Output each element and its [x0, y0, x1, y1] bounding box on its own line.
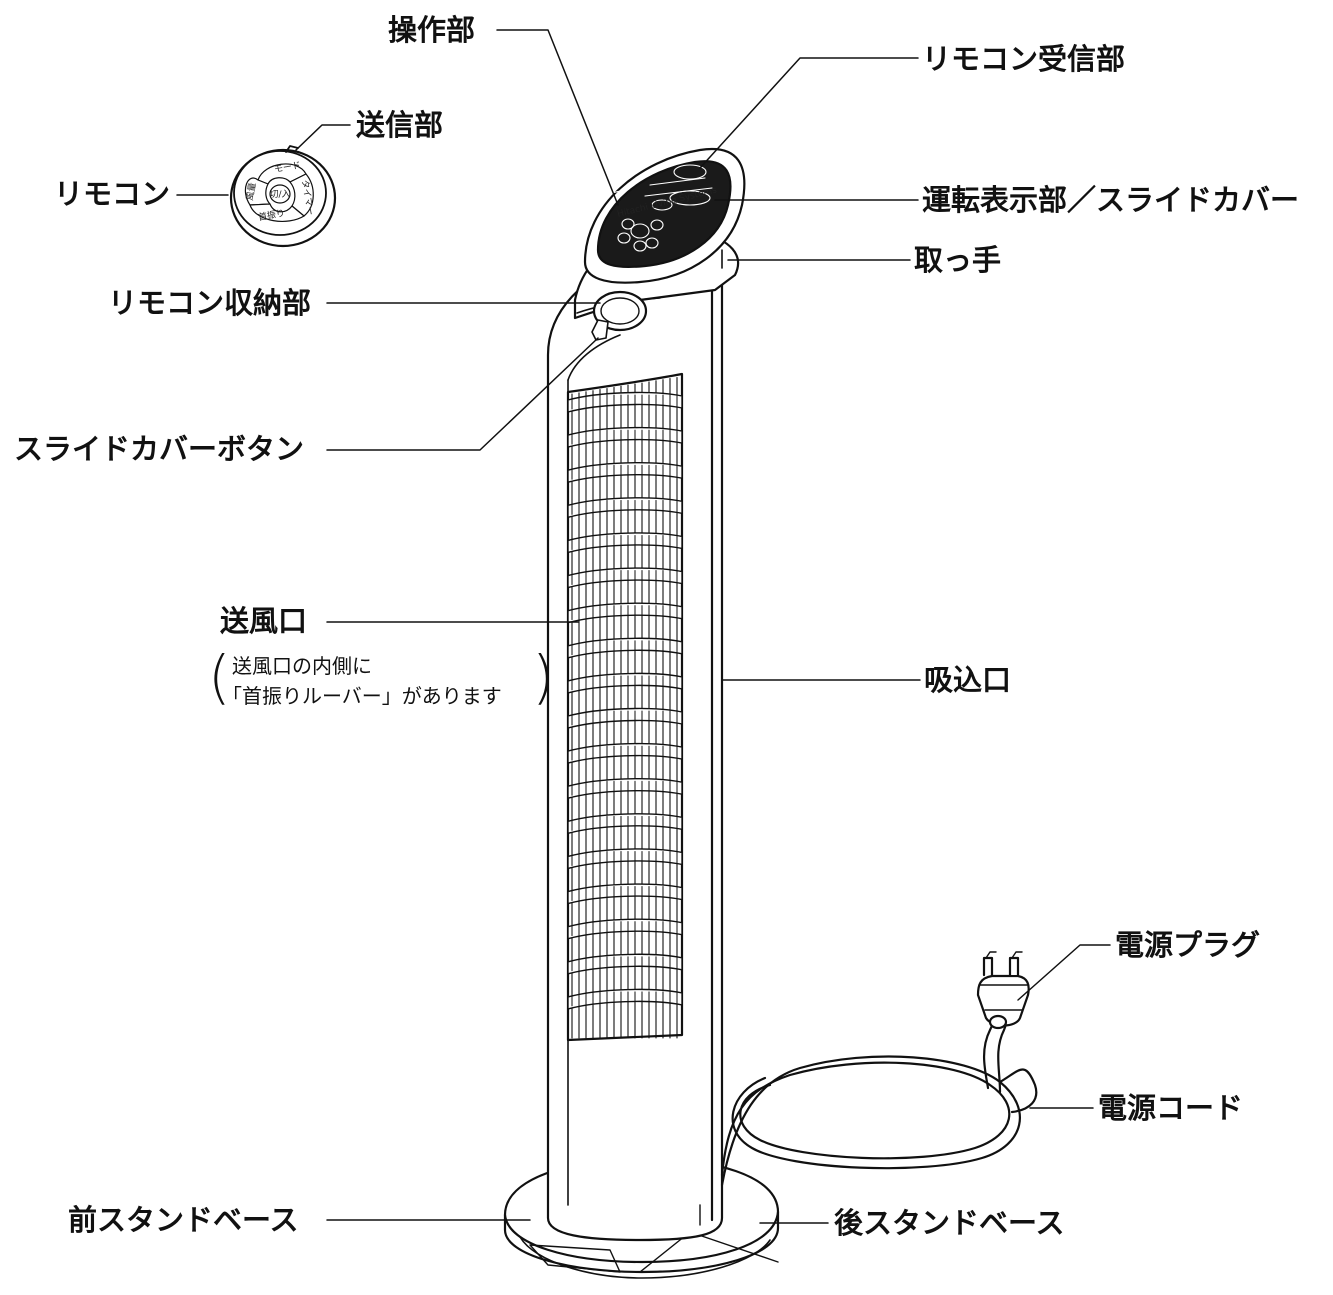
remote-control-drawing: 切/入 モード タイマー 首振り 風量: [229, 145, 337, 248]
note-air-outlet-line2: 「首振りルーバー」があります: [222, 684, 502, 708]
label-operation-panel: 操作部: [388, 13, 476, 47]
label-display-slide-cover: 運転表示部／スライドカバー: [922, 183, 1300, 217]
label-power-cord: 電源コード: [1098, 1091, 1244, 1125]
label-air-outlet: 送風口: [220, 604, 308, 638]
note-close-paren: ): [532, 643, 555, 711]
note-open-paren: (: [208, 643, 231, 711]
remote-btn-mode: モード: [273, 161, 301, 176]
leader-operation-panel: [496, 29, 619, 206]
note-air-outlet-line1: 送風口の内側に: [232, 654, 372, 678]
leader-transmitter: [295, 124, 351, 151]
remote-btn-onoff: 切/入: [269, 189, 290, 200]
label-slide-cover-button: スライドカバーボタン: [14, 432, 305, 466]
remote-btn-speed: 風量: [245, 182, 259, 202]
label-air-intake: 吸込口: [924, 663, 1012, 697]
power-plug: [976, 951, 1030, 1030]
label-handle: 取っ手: [914, 243, 1002, 277]
air-outlet-grille: [566, 372, 684, 1042]
leader-power-plug: [1017, 944, 1111, 1001]
label-front-stand-base: 前スタンドベース: [68, 1203, 299, 1237]
fan-head: Hitachi Living Systems: [573, 147, 746, 341]
label-remote-receiver: リモコン受信部: [922, 42, 1126, 76]
leader-remote-receiver: [699, 57, 919, 169]
leader-slide-cover-button: [326, 337, 599, 451]
label-power-plug: 電源プラグ: [1115, 928, 1261, 962]
power-cord: [720, 983, 1038, 1187]
label-remote-storage: リモコン収納部: [108, 286, 312, 320]
label-transmitter: 送信部: [356, 108, 444, 142]
label-rear-stand-base: 後スタンドベース: [834, 1206, 1065, 1240]
label-remote-control: リモコン: [54, 177, 171, 211]
leader-lines: [176, 29, 1111, 1224]
